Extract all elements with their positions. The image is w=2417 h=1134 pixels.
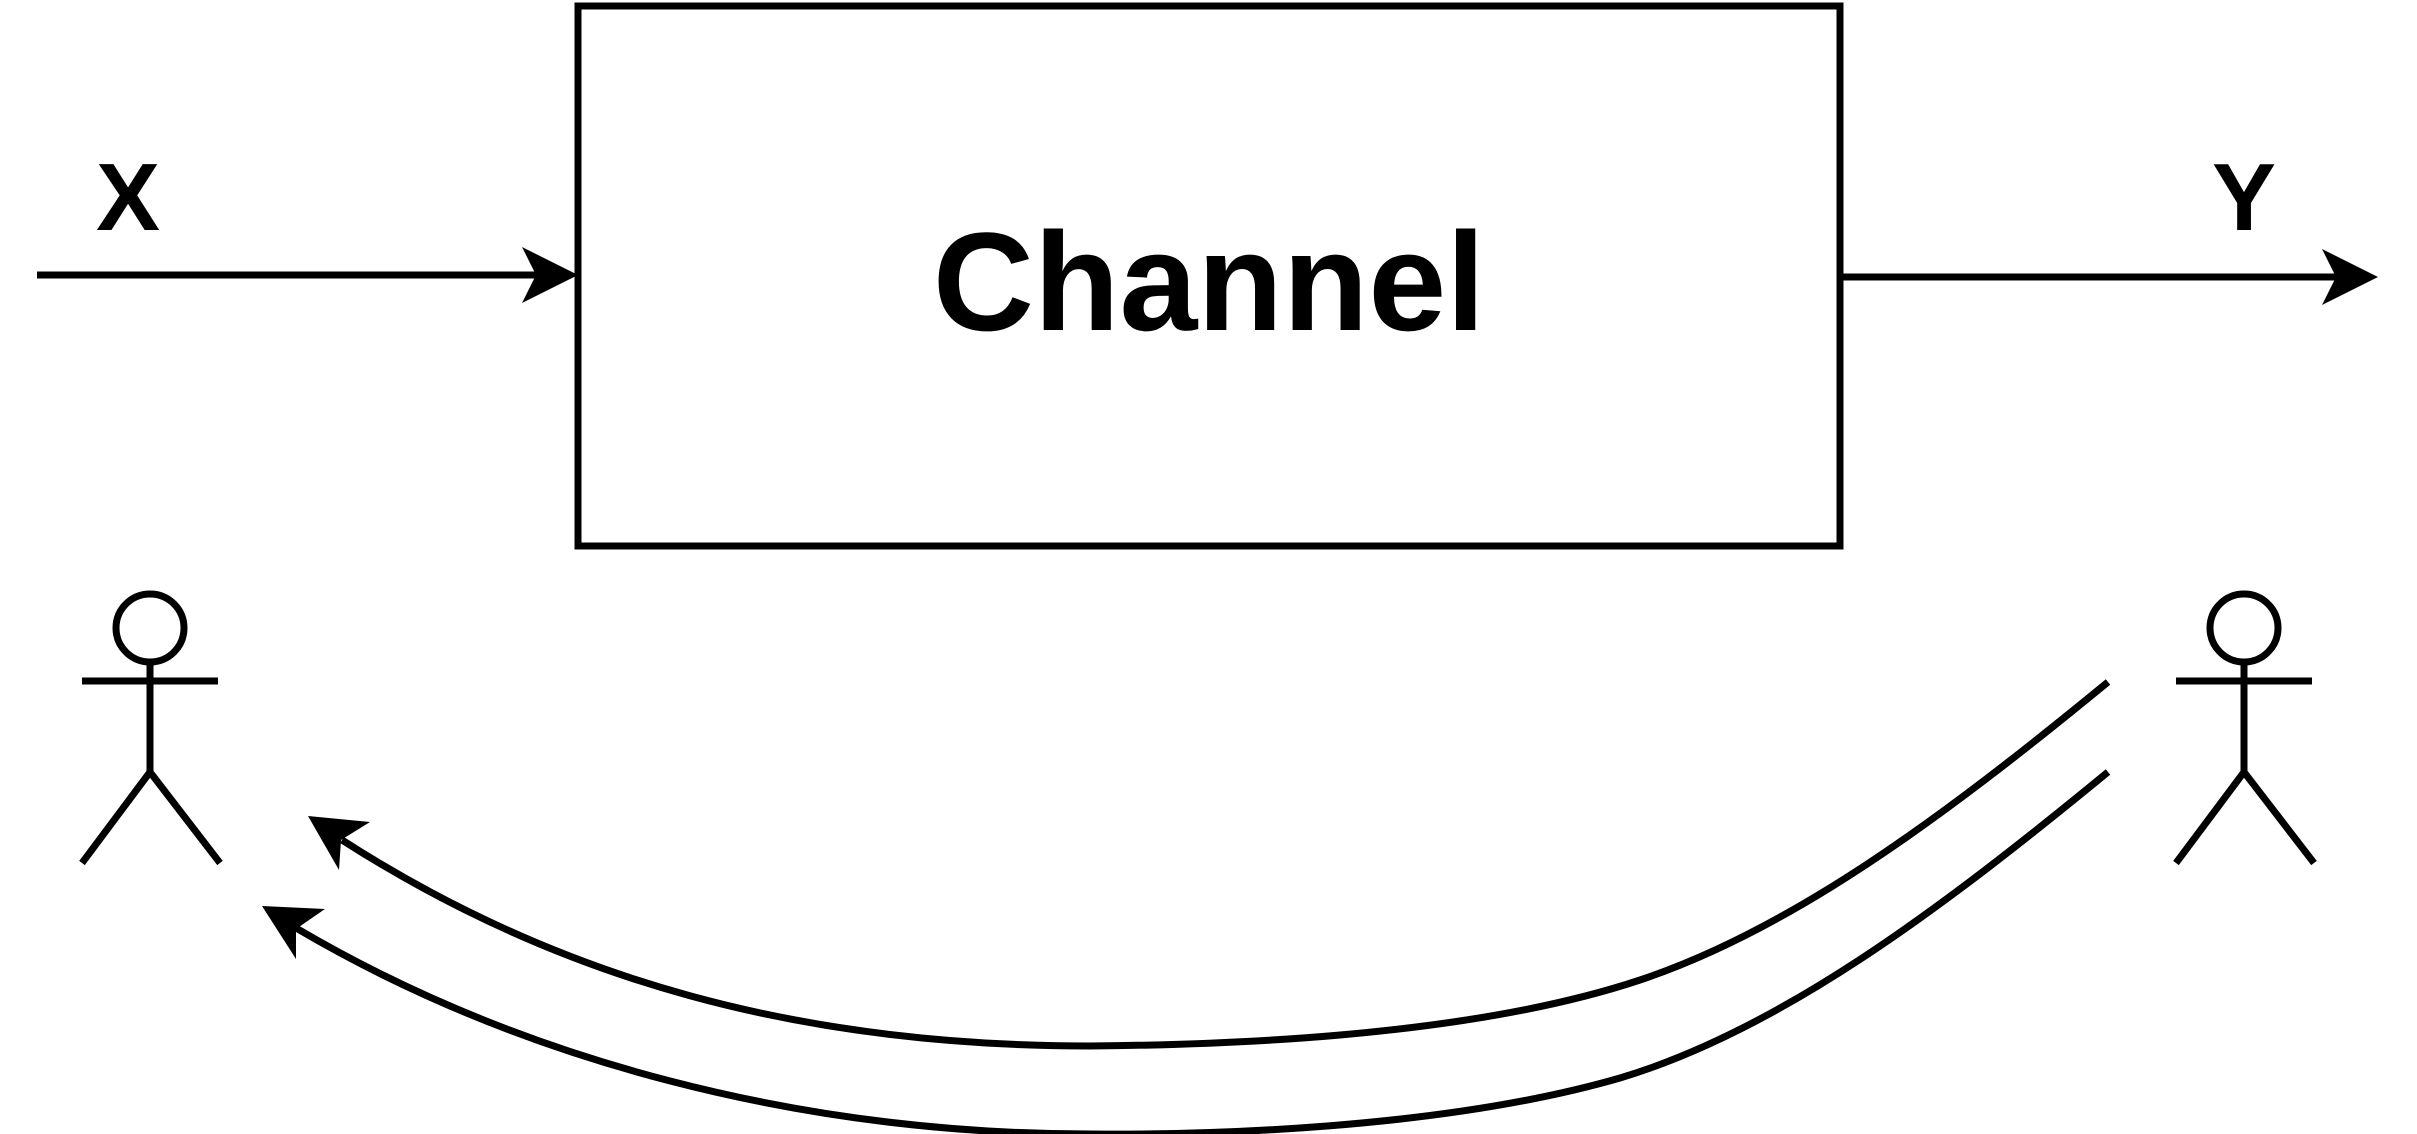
channel-label: Channel [933, 203, 1485, 360]
feedback-arrowhead-lower [262, 906, 325, 959]
input-label: X [96, 144, 160, 251]
input-arrow [37, 247, 578, 303]
receiver-actor-icon [2173, 590, 2317, 866]
feedback-arrow-upper [308, 679, 2111, 1050]
output-arrow [1840, 249, 2378, 305]
output-label: Y [2212, 144, 2276, 251]
output-arrowhead [2322, 249, 2378, 305]
sender-actor-icon [79, 590, 223, 866]
feedback-arrow-lower [262, 769, 2111, 1134]
input-arrowhead [522, 247, 578, 303]
feedback-arrowhead-upper [308, 816, 370, 870]
